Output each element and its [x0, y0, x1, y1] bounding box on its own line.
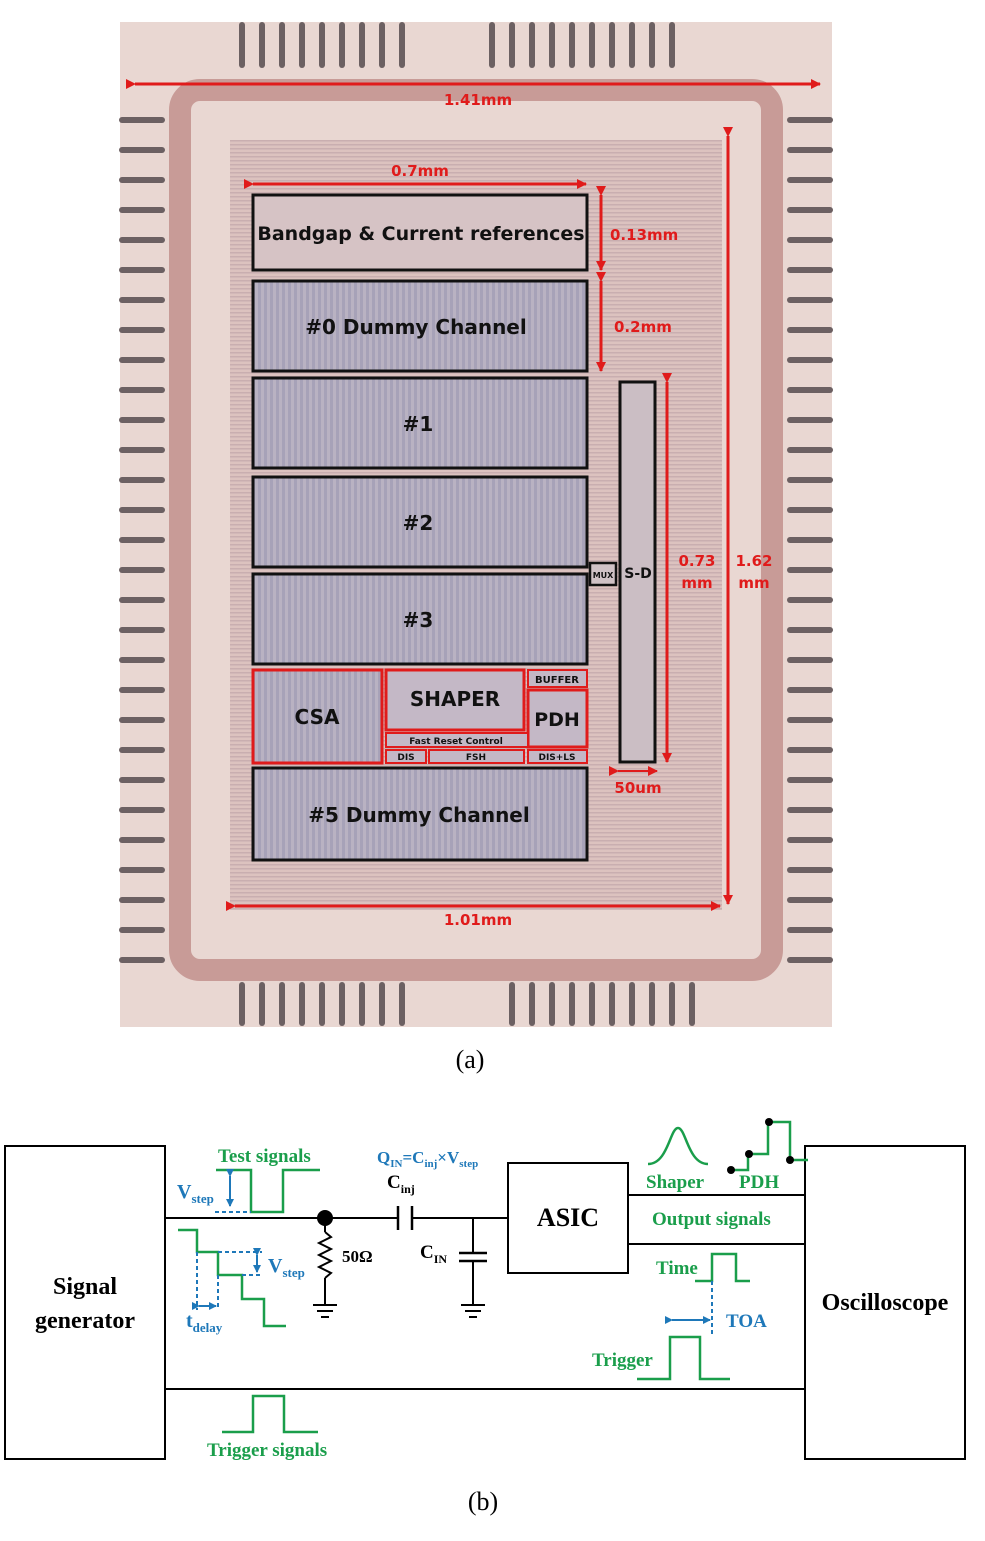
sd-height-label-2: mm [681, 574, 712, 592]
channel-2-block [251, 475, 589, 569]
sd-label: S-D [624, 566, 652, 582]
fast-reset-block [385, 732, 529, 748]
channel-2-label: #2 [403, 511, 434, 535]
buffer-label: BUFFER [535, 675, 579, 686]
chip-block-labels: Bandgap & Current references #0 Dummy Ch… [257, 223, 651, 827]
pdh-label: PDH [534, 709, 580, 731]
shaper-output-label: Shaper [646, 1172, 705, 1193]
channel-0-block [251, 279, 589, 373]
oscilloscope-label: Oscilloscope [822, 1290, 949, 1316]
signal-generator-label-2: generator [35, 1308, 135, 1334]
junction-dot [317, 1210, 333, 1226]
blue-annotations [192, 1169, 713, 1337]
caption-a: (a) [456, 1045, 485, 1074]
sd-width-label: 50um [614, 779, 661, 797]
asic-label: ASIC [537, 1203, 599, 1232]
dis-label: DIS [397, 753, 414, 763]
asic-box [507, 1162, 629, 1274]
output-signals-label: Output signals [652, 1209, 771, 1230]
chip-height-label-1: 1.62 [735, 552, 772, 570]
dis-ls-block [527, 749, 588, 764]
core-width-label: 0.7mm [391, 162, 449, 180]
bond-wires-top [239, 22, 675, 68]
pdh-output-label: PDH [739, 1172, 779, 1193]
dis-block [385, 749, 427, 764]
channel-height-label: 0.2mm [614, 318, 672, 336]
pdh-dots [727, 1118, 794, 1174]
cinj-label: Cinj [387, 1172, 415, 1196]
sd-block [618, 380, 657, 764]
trigger-signals-wave [222, 1394, 318, 1434]
shaper-block [384, 668, 526, 732]
channel-1-label: #1 [403, 412, 434, 436]
step-signal-wave [178, 1228, 286, 1328]
bond-wires-right [787, 117, 833, 963]
fsh-label: FSH [466, 753, 486, 763]
schematic-labels: Signal generator Oscilloscope ASIC Test … [35, 1146, 949, 1461]
buffer-block [527, 669, 588, 688]
pdh-wave [730, 1120, 808, 1172]
trigger-label: Trigger [592, 1350, 653, 1371]
channel-3-block [251, 572, 589, 666]
pdh-block [526, 688, 589, 749]
fast-reset-label: Fast Reset Control [409, 737, 503, 747]
cin-label: CIN [420, 1242, 447, 1266]
chip-width-label: 1.41mm [444, 91, 512, 109]
trigger-signals-label: Trigger signals [207, 1440, 327, 1461]
test-signals-label: Test signals [218, 1146, 311, 1167]
tdelay-label: tdelay [186, 1310, 223, 1335]
mux-label: MUX [593, 571, 614, 580]
dimension-arrows [126, 79, 821, 911]
chip-height-label-2: mm [738, 574, 769, 592]
bond-wires-left [119, 117, 165, 963]
vstep-label-2: Vstep [268, 1255, 305, 1280]
channel-1-block [251, 376, 589, 470]
oscilloscope-box [804, 1145, 966, 1460]
time-wave [695, 1252, 750, 1283]
time-label: Time [656, 1258, 698, 1279]
pad-ring [169, 79, 783, 981]
channel-5-block [251, 766, 589, 862]
chip-blocks [251, 193, 657, 862]
bond-wires-bottom [239, 982, 695, 1026]
signal-generator-label-1: Signal [53, 1274, 117, 1300]
shaper-wave [647, 1126, 709, 1166]
schematic-wires [4, 1145, 966, 1460]
resistor-zigzag [316, 1231, 334, 1279]
qin-label: QIN=Cinj×Vstep [377, 1148, 478, 1170]
trigger-wave [637, 1335, 730, 1381]
toa-label: TOA [726, 1311, 767, 1332]
waveforms [178, 1120, 808, 1434]
channel-3-label: #3 [403, 608, 434, 632]
channel-0-label: #0 Dummy Channel [305, 315, 526, 339]
dimension-labels: 1.41mm 0.7mm 0.13mm 0.2mm 0.73 mm 1.62 m… [391, 91, 772, 929]
channel-5-label: #5 Dummy Channel [308, 803, 529, 827]
mux-block [588, 561, 618, 587]
csa-label: CSA [295, 705, 340, 729]
bandgap-block [251, 193, 589, 272]
test-signal-wave [216, 1168, 320, 1214]
shaper-label: SHAPER [410, 687, 500, 711]
dis-ls-label: DIS+LS [538, 753, 575, 763]
inner-width-label: 1.01mm [444, 911, 512, 929]
fsh-block [428, 749, 525, 764]
resistor-label: 50Ω [342, 1247, 373, 1266]
sd-height-label-1: 0.73 [678, 552, 715, 570]
bandgap-height-label: 0.13mm [610, 226, 678, 244]
signal-generator-box [4, 1145, 166, 1460]
bandgap-label: Bandgap & Current references [257, 223, 584, 245]
csa-block [251, 668, 384, 765]
caption-b: (b) [468, 1487, 498, 1516]
vstep-label-1: Vstep [177, 1181, 214, 1206]
